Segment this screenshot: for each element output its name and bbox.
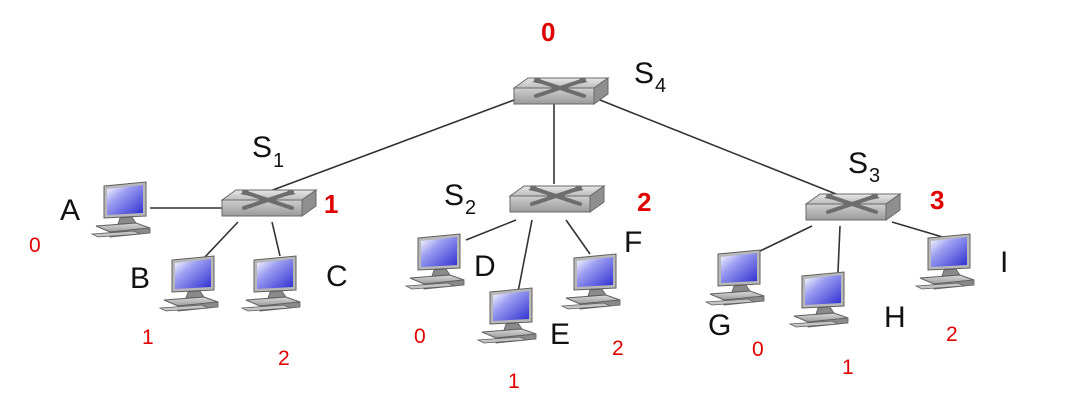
switch-s4: 0 S 4 [512, 17, 666, 106]
switch-name: S [848, 147, 868, 180]
switch-number: 0 [541, 17, 555, 47]
switch-subscript: 3 [869, 165, 880, 187]
port-number: 1 [142, 326, 154, 349]
link-s2-e [517, 219, 533, 293]
switch-subscript: 1 [273, 150, 284, 172]
host-a: A 0 [29, 181, 151, 257]
host-label: I [1000, 246, 1008, 279]
computer-icon [561, 253, 621, 310]
host-c: C 2 [241, 255, 348, 370]
computer-icon [477, 287, 537, 344]
network-switch-icon [508, 184, 606, 214]
switch-subscript: 2 [465, 197, 476, 219]
switch-s3: 3 S 3 [804, 147, 944, 222]
host-label: H [884, 301, 906, 334]
port-number: 2 [946, 323, 958, 346]
switch-number: 1 [324, 189, 338, 219]
link-s3-i [891, 221, 947, 239]
port-number: 2 [612, 337, 624, 360]
link-s4-s3 [599, 99, 847, 199]
host-label: F [624, 226, 642, 259]
switch-number: 3 [930, 185, 944, 215]
host-i: I 2 [915, 233, 1008, 346]
switch-s1: 1 S 1 [220, 131, 338, 219]
switch-number: 2 [637, 187, 651, 217]
host-h: H 1 [789, 271, 906, 379]
network-switch-icon [512, 76, 610, 106]
host-label: E [550, 318, 570, 351]
port-number: 2 [278, 347, 290, 370]
switch-name: S [634, 57, 654, 90]
link-s4-s1 [261, 99, 515, 195]
host-label: D [474, 250, 496, 283]
host-label: A [60, 194, 80, 227]
host-e: E 1 [477, 287, 570, 393]
computer-icon [405, 233, 465, 290]
link-s1-b [203, 221, 239, 259]
computer-icon [915, 233, 975, 290]
link-s3-g [757, 225, 813, 253]
computer-icon [789, 271, 849, 328]
network-switch-icon [220, 188, 318, 218]
computer-icon [705, 249, 765, 306]
link-s1-c [271, 221, 281, 257]
port-number: 0 [414, 325, 426, 348]
link-s2-d [465, 219, 517, 241]
switch-subscript: 4 [655, 75, 666, 97]
host-b: B 1 [130, 255, 219, 349]
host-d: D 0 [405, 233, 496, 348]
network-switch-icon [804, 192, 902, 222]
host-label: B [130, 262, 150, 295]
computer-icon [241, 255, 301, 312]
port-number: 1 [842, 356, 854, 379]
computer-icon [159, 255, 219, 312]
switch-s2: 2 S 2 [444, 179, 651, 219]
link-s3-h [837, 225, 841, 273]
port-number: 0 [29, 234, 41, 257]
port-number: 1 [508, 370, 520, 393]
links-layer [150, 99, 947, 293]
computer-icon [91, 181, 151, 238]
link-s2-f [565, 219, 591, 255]
host-f: F 2 [561, 226, 642, 360]
switch-name: S [252, 131, 272, 164]
host-label: G [708, 309, 731, 342]
port-number: 0 [752, 338, 764, 361]
switch-name: S [444, 179, 464, 212]
host-label: C [326, 260, 348, 293]
host-g: G 0 [705, 249, 765, 361]
